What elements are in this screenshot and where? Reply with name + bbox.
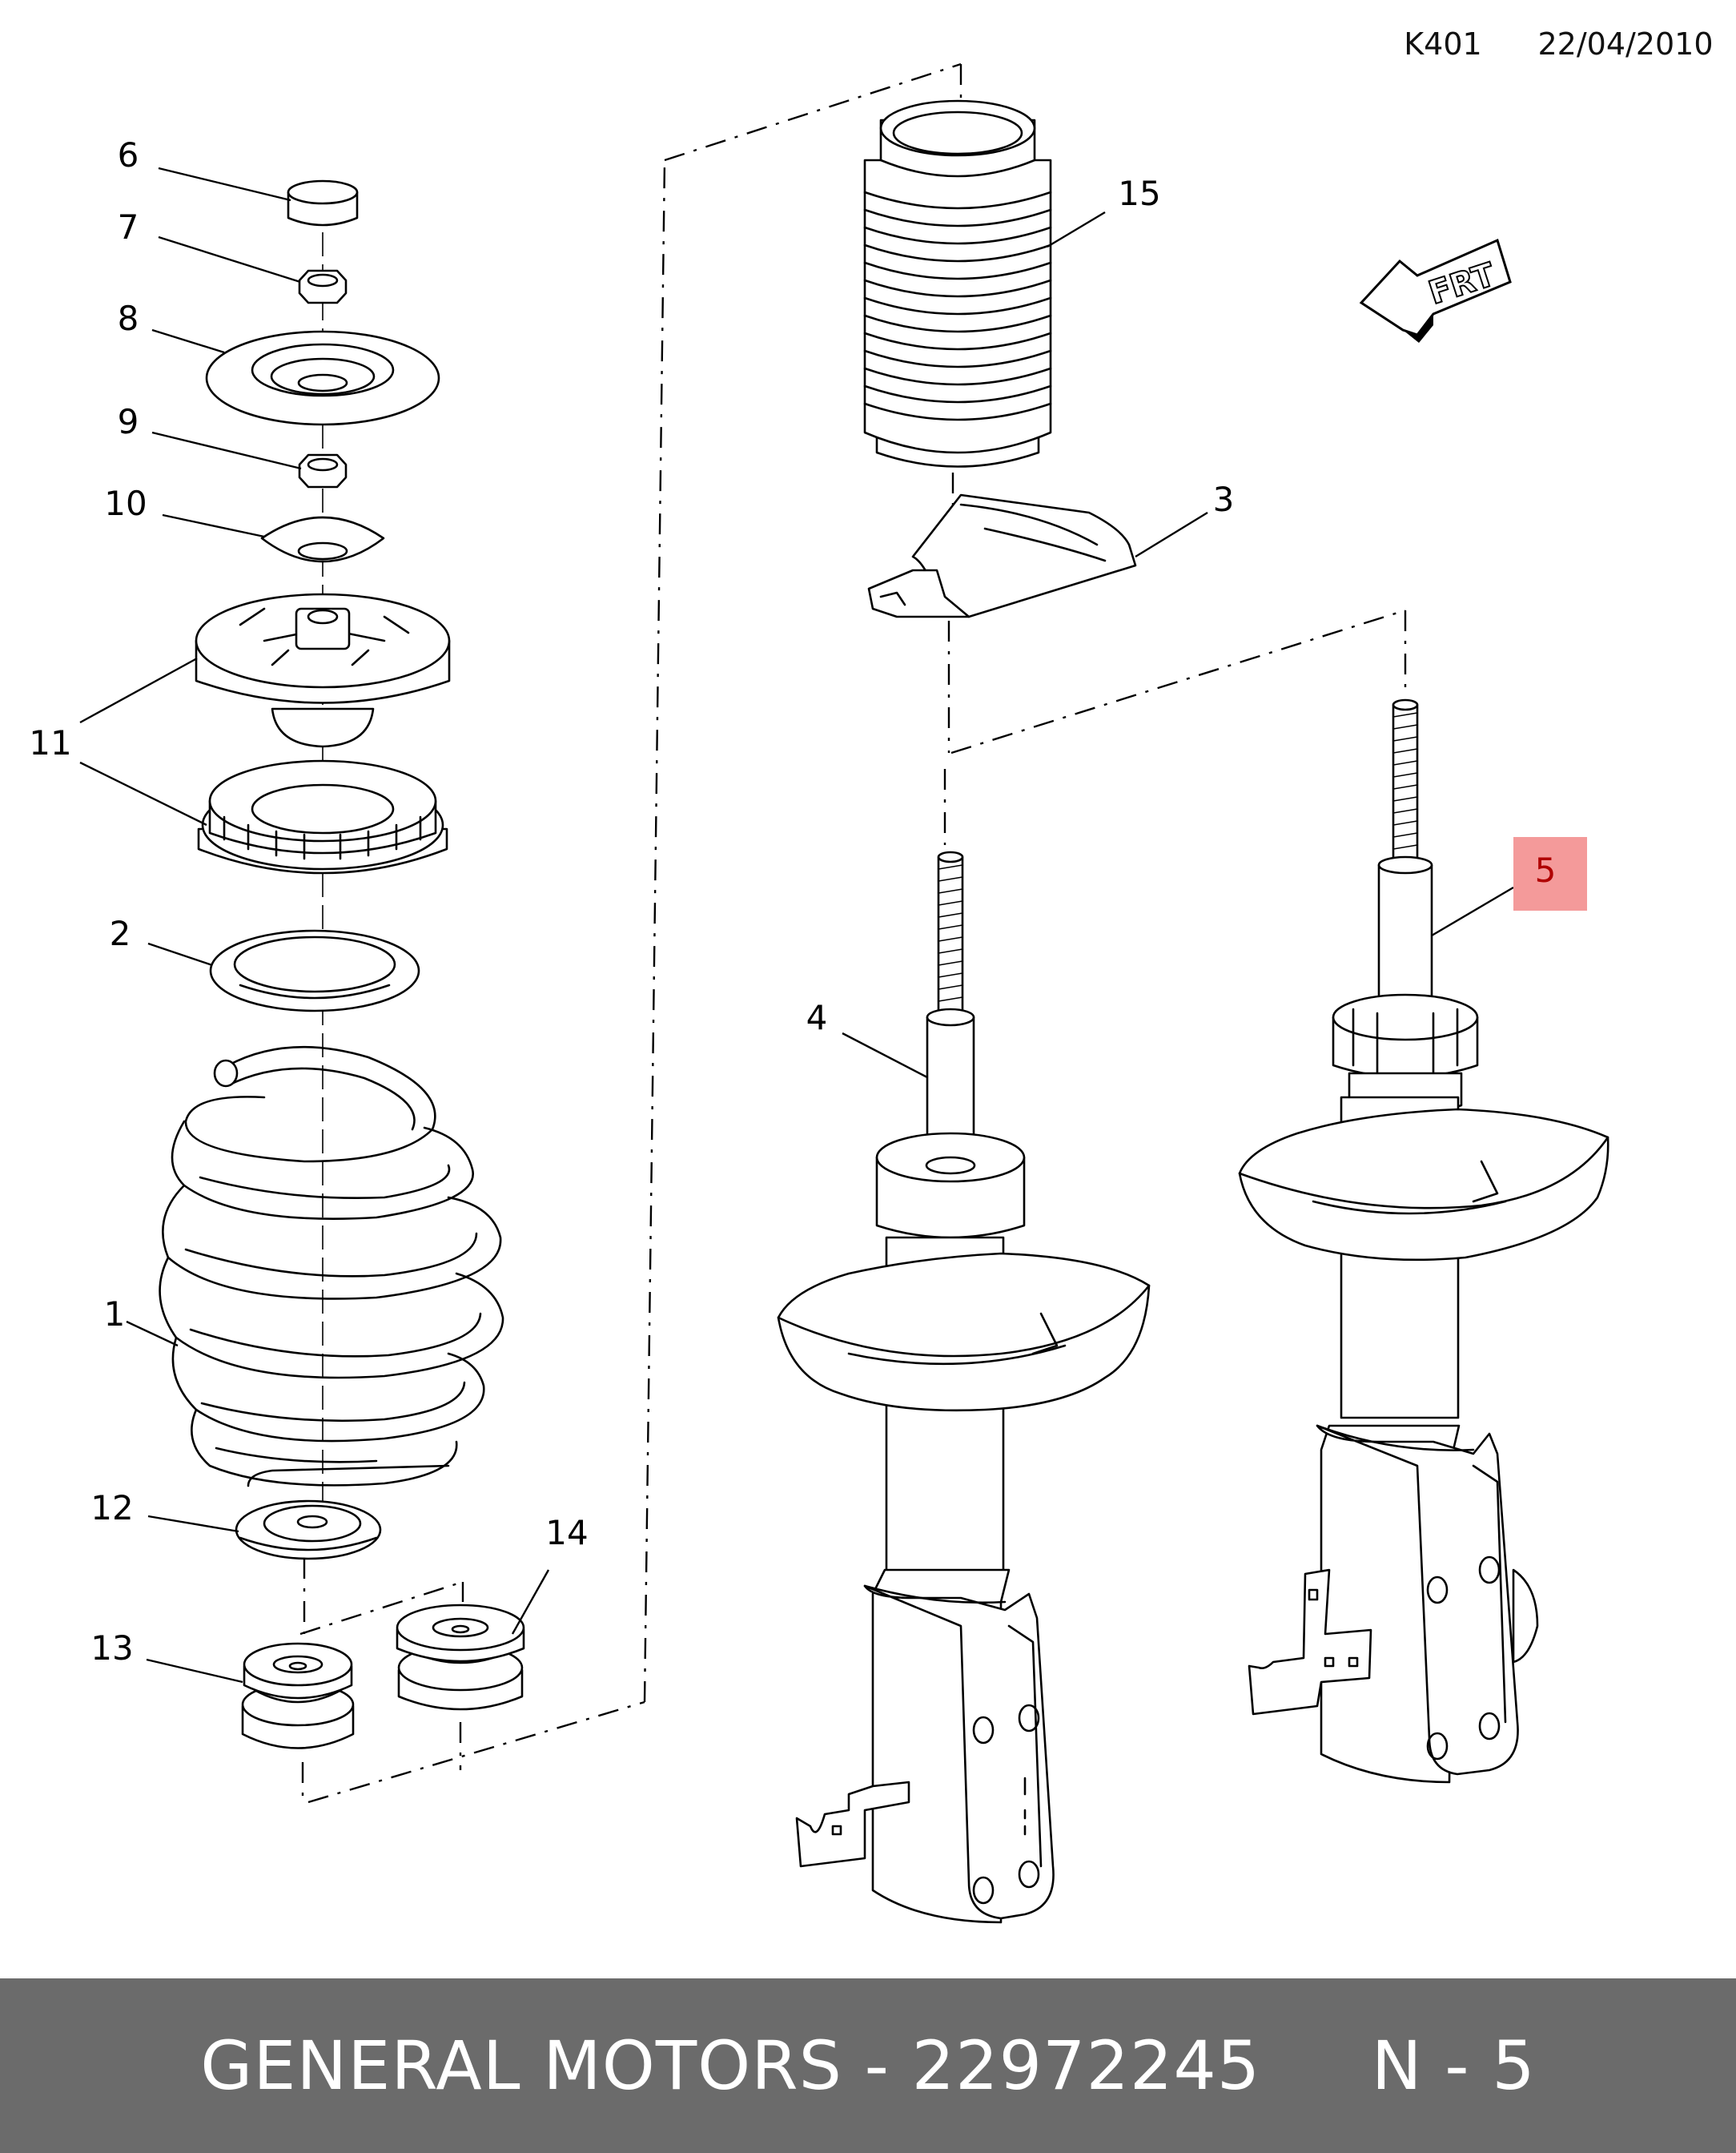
nut-upper	[298, 269, 348, 304]
top-plate	[205, 330, 440, 426]
coil-spring	[159, 1045, 504, 1487]
callout-7: 7	[118, 207, 139, 247]
callout-10: 10	[104, 484, 147, 523]
callout-15: 15	[1118, 174, 1160, 213]
diagram-code: K401	[1404, 26, 1481, 62]
spring-isolator-lower	[235, 1499, 382, 1560]
strut-bearing	[197, 759, 448, 875]
nut-lower	[298, 453, 348, 489]
strut-mount	[195, 593, 451, 748]
washer	[260, 516, 385, 563]
bump-stop-left	[241, 1642, 355, 1749]
dust-boot	[863, 99, 1052, 468]
part-number-caption: GENERAL MOTORS - 22972245 N - 5	[200, 2026, 1536, 2105]
spring-seat-insert	[867, 493, 1137, 618]
bump-stop-right	[396, 1604, 525, 1711]
strut-assembly-4	[777, 851, 1151, 1924]
callout-2: 2	[110, 914, 131, 953]
front-direction-arrow-icon: FRT	[1359, 238, 1512, 343]
front-direction-label: FRT	[1425, 256, 1500, 312]
callout-14: 14	[545, 1513, 588, 1552]
callout-5-highlight: 5	[1513, 837, 1587, 911]
callout-8: 8	[118, 299, 139, 338]
callout-3: 3	[1213, 480, 1235, 519]
callout-5-box	[1513, 837, 1587, 911]
spring-seat-upper	[209, 929, 420, 1012]
callout-4: 4	[806, 998, 828, 1037]
diagram-date: 22/04/2010	[1537, 26, 1713, 62]
footer-bar: GENERAL MOTORS - 22972245 N - 5	[0, 1978, 1736, 2153]
callout-12: 12	[90, 1488, 133, 1527]
callout-11: 11	[29, 723, 71, 763]
suspension-exploded-diagram: K401 22/04/2010 FRT	[29, 26, 1714, 1924]
callout-13: 13	[90, 1628, 133, 1668]
cap	[287, 179, 359, 227]
callout-9: 9	[118, 402, 139, 441]
callout-6: 6	[118, 135, 139, 175]
strut-assembly-5	[1238, 698, 1609, 1784]
callout-5: 5	[1535, 851, 1557, 890]
callout-1: 1	[104, 1294, 126, 1334]
